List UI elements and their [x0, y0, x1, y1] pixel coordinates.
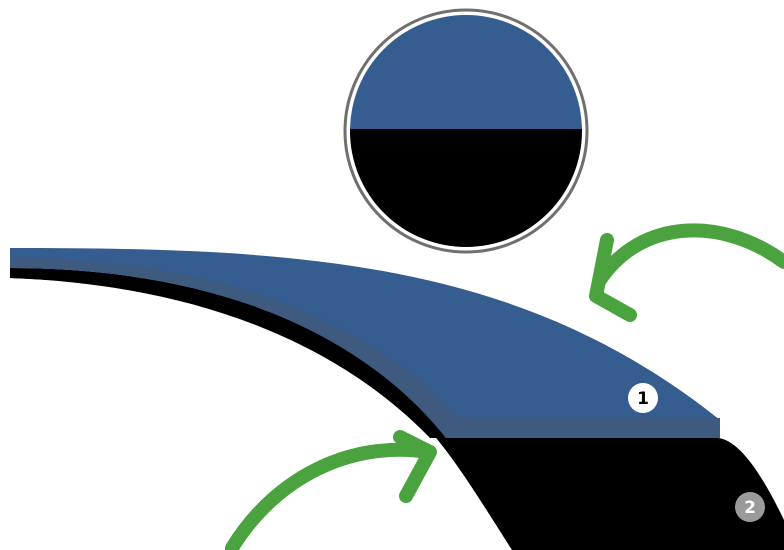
marker-1: 1: [628, 383, 658, 413]
bottom-layer-rim: [10, 268, 446, 438]
bottom-layer: [10, 271, 784, 550]
marker-2-label: 2: [744, 498, 756, 518]
top-layer-edge: [10, 258, 720, 438]
marker-1-badge: [628, 383, 658, 413]
marker-1-label: 1: [637, 389, 649, 409]
arrow-to-boundary-head: [393, 430, 437, 503]
marker-2: 2: [735, 492, 765, 522]
arrow-to-top-layer: [593, 223, 784, 287]
marker-2-badge: [735, 492, 765, 522]
arrow-to-boundary: [225, 442, 435, 550]
curved-arrow-icon: [225, 430, 437, 550]
arrow-to-top-layer-head: [589, 233, 637, 322]
curved-arrow-icon: [589, 223, 784, 322]
